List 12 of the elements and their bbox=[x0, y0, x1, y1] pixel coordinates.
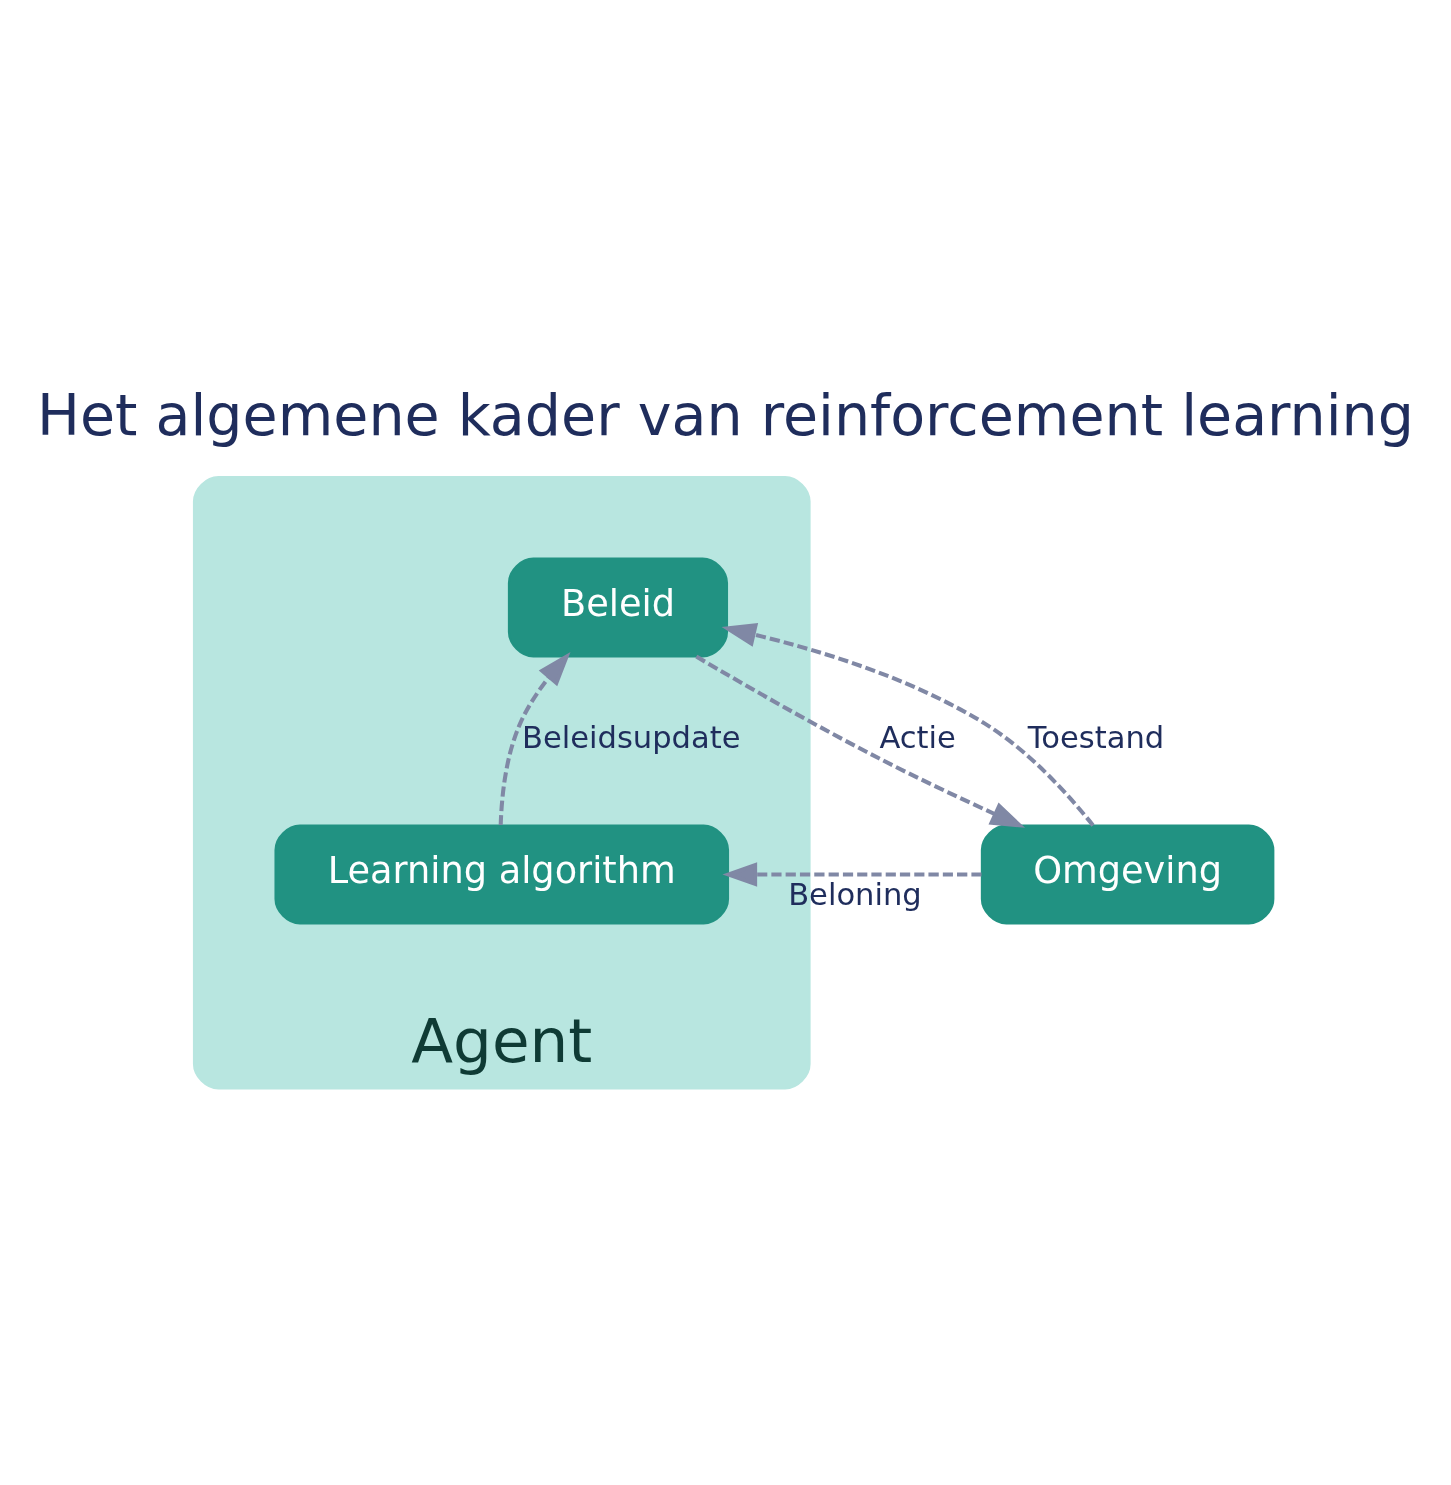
arrow bbox=[498, 651, 571, 825]
arrow bbox=[721, 622, 1095, 827]
arrow bbox=[695, 654, 1026, 828]
edge-label: Beleidsupdate bbox=[521, 719, 741, 755]
node-box: Beleid bbox=[507, 557, 729, 657]
arrow bbox=[722, 861, 982, 887]
diagram-title: Het algemene kader van reinforcement learning bbox=[37, 381, 1414, 448]
node-box: Learning algorithm bbox=[274, 824, 730, 924]
edge-label: Beloning bbox=[788, 876, 922, 912]
edge-label: Toestand bbox=[1027, 719, 1165, 755]
edge-label: Actie bbox=[879, 719, 956, 755]
node-box: Omgeving bbox=[980, 824, 1275, 924]
